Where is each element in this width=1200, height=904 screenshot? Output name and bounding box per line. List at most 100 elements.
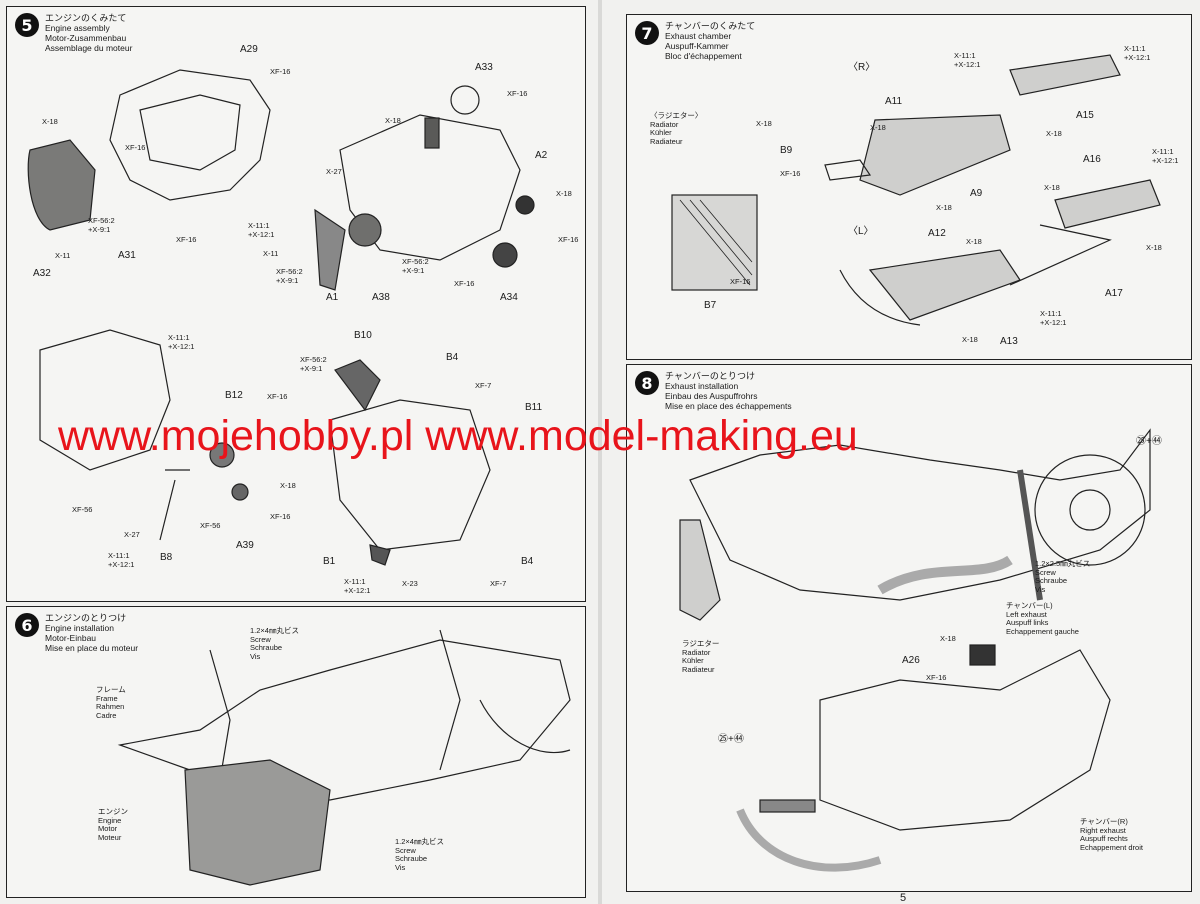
side-l-label: 〈L〉: [848, 226, 874, 237]
paint-callout: XF-7: [490, 579, 507, 588]
paint-callout: XF-16: [125, 143, 146, 152]
step-6-title-en: Engine installation: [45, 623, 114, 633]
step-6-number: 6: [15, 613, 39, 637]
paint-callout: XF-16: [270, 512, 291, 521]
step-5-title-jp: エンジンのくみたて: [45, 13, 127, 23]
paint-callout: X-18: [940, 634, 956, 643]
part-label: B1: [323, 556, 336, 567]
paint-callout: XF-16: [780, 169, 801, 178]
paint-callout: XF-16: [558, 235, 579, 244]
paint-callout: XF-56:2 +X-9:1: [276, 267, 303, 285]
paint-callout: XF-56:2 +X-9:1: [402, 257, 429, 275]
paint-callout: X-27: [326, 167, 342, 176]
step-7-title-en: Exhaust chamber: [665, 31, 732, 41]
part-label: A26: [902, 655, 920, 666]
paint-callout: X-11:1 +X-12:1: [248, 221, 275, 239]
step-6-title-de: Motor-Einbau: [45, 633, 97, 643]
paint-callout: XF-16: [926, 673, 947, 682]
part-label: B10: [354, 330, 372, 341]
paint-callout: X-18: [1146, 243, 1162, 252]
step-7-number: 7: [635, 21, 659, 45]
part-label: A2: [535, 150, 548, 161]
part-label: B9: [780, 145, 793, 156]
paint-callout: X-11: [263, 249, 279, 258]
step-5-number: 5: [15, 13, 39, 37]
step-5-title-fr: Assemblage du moteur: [45, 43, 133, 53]
paint-callout: X-11:1 +X-12:1: [1152, 147, 1179, 165]
paint-callout: X-11:1 +X-12:1: [344, 577, 371, 595]
part-label: B4: [446, 352, 459, 363]
radiator-callout: ラジエター Radiator Kühler Radiateur: [682, 639, 720, 674]
frame-callout: フレーム Frame Rahmen Cadre: [96, 685, 126, 720]
step-7-title-fr: Bloc d'échappement: [665, 51, 742, 61]
paint-callout: X-18: [280, 481, 296, 490]
part-label: A16: [1083, 154, 1101, 165]
part-label: A39: [236, 540, 254, 551]
paint-callout: X-11:1 +X-12:1: [1124, 44, 1151, 62]
step-5-panel: 5 エンジンのくみたて Engine assembly Motor-Zusamm…: [6, 6, 586, 602]
paint-callout: XF-16: [507, 89, 528, 98]
part-label: A38: [372, 292, 390, 303]
paint-callout: X-18: [385, 116, 401, 125]
paint-callout: XF-16: [267, 392, 288, 401]
step-8-title-jp: チャンバーのとりつけ: [665, 371, 756, 381]
part-label: B4: [521, 556, 534, 567]
step-7-title-de: Auspuff-Kammer: [665, 41, 729, 51]
paint-callout: X-18: [1046, 129, 1062, 138]
part-label: A31: [118, 250, 136, 261]
screw-callout: 1.2×4㎜丸ビス Screw Schraube Vis: [395, 837, 444, 872]
step-5-title-de: Motor-Zusammenbau: [45, 33, 127, 43]
part-label: A9: [970, 188, 983, 199]
part-label: A34: [500, 292, 518, 303]
part-label: A1: [326, 292, 339, 303]
part-label: B12: [225, 390, 243, 401]
step-6-title-fr: Mise en place du moteur: [45, 643, 139, 653]
ref-25-44: ㉕+㊹: [718, 734, 744, 745]
radiator-callout: 〈ラジエター〉 Radiator Kühler Radiateur: [650, 111, 703, 146]
paint-callout: XF-16: [270, 67, 291, 76]
page-number: 5: [900, 892, 907, 904]
step-8-title-fr: Mise en place des échappements: [665, 401, 792, 411]
paint-callout: X-18: [1044, 183, 1060, 192]
watermark-text: www.mojehobby.pl www.model-making.eu: [58, 412, 858, 460]
paint-callout: X-18: [556, 189, 572, 198]
left-exhaust-callout: チャンバー(L) Left exhaust Auspuff links Echa…: [1006, 601, 1079, 636]
paint-callout: X-18: [936, 203, 952, 212]
paint-callout: XF-7: [475, 381, 492, 390]
paint-callout: X-18: [962, 335, 978, 344]
screw-callout: 1.2×2.5㎜丸ビス Screw Schraube Vis: [1035, 559, 1091, 594]
right-exhaust-callout: チャンバー(R) Right exhaust Auspuff rechts Ec…: [1080, 817, 1143, 852]
part-label: B8: [160, 552, 173, 563]
paint-callout: XF-16: [454, 279, 475, 288]
paint-callout: X-18: [756, 119, 772, 128]
step-5-title-en: Engine assembly: [45, 23, 110, 33]
paint-callout: X-18: [42, 117, 58, 126]
part-label: A15: [1076, 110, 1094, 121]
paint-callout: XF-56:2 +X-9:1: [300, 355, 327, 373]
part-label: A12: [928, 228, 946, 239]
paint-callout: X-11:1 +X-12:1: [108, 551, 135, 569]
step-8-title-en: Exhaust installation: [665, 381, 739, 391]
engine-callout: エンジン Engine Motor Moteur: [98, 807, 128, 842]
part-label: A13: [1000, 336, 1018, 347]
paint-callout: XF-56: [72, 505, 93, 514]
paint-callout: X-11: [55, 251, 71, 260]
part-label: A17: [1105, 288, 1123, 299]
part-label: B7: [704, 300, 717, 311]
part-label: B11: [525, 402, 543, 413]
part-label: A29: [240, 44, 258, 55]
paint-callout: XF-16: [730, 277, 751, 286]
paint-callout: X-23: [402, 579, 418, 588]
paint-callout: X-11:1 +X-12:1: [954, 51, 981, 69]
part-label: A11: [885, 96, 903, 107]
paint-callout: XF-56: [200, 521, 221, 530]
paint-callout: X-18: [870, 123, 886, 132]
step-8-number: 8: [635, 371, 659, 395]
side-r-label: 〈R〉: [848, 62, 876, 73]
paint-callout: XF-56:2 +X-9:1: [88, 216, 115, 234]
step-6-title-jp: エンジンのとりつけ: [45, 613, 127, 623]
ref-25-44: ㉕+㊹: [1136, 436, 1162, 447]
step-8-title-de: Einbau des Auspuffrohrs: [665, 391, 758, 401]
paint-callout: XF-16: [176, 235, 197, 244]
paint-callout: X-11:1 +X-12:1: [168, 333, 195, 351]
